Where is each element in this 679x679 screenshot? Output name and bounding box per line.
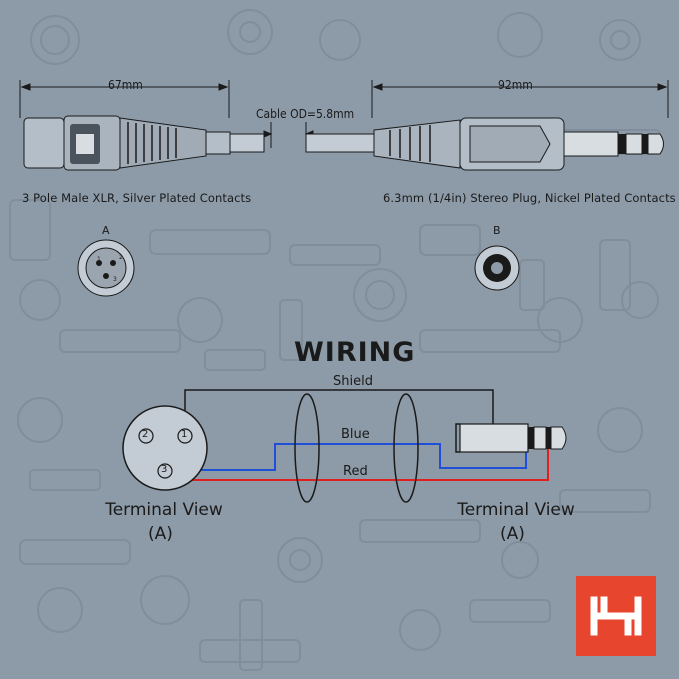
blue-label: Blue bbox=[341, 427, 370, 442]
shield-label: Shield bbox=[333, 374, 373, 389]
plug-connector-drawing bbox=[373, 117, 664, 171]
terminal-view-left-line-2: (A) bbox=[148, 524, 173, 544]
terminal-view-left: Terminal View (A) bbox=[92, 498, 236, 546]
pin-3-label: 3 bbox=[161, 464, 168, 475]
jack-terminal bbox=[455, 423, 567, 453]
view-a-label: A bbox=[102, 224, 110, 237]
xlr-terminal bbox=[122, 405, 208, 491]
view-a-pin-2: 2 bbox=[119, 254, 123, 261]
terminal-view-right-line-1: Terminal View bbox=[457, 500, 575, 520]
view-a-pin-1: 1 bbox=[97, 256, 101, 263]
view-b-drawing bbox=[474, 245, 520, 291]
shield-wire bbox=[184, 389, 494, 434]
cable-od-label: Cable OD=5.8mm bbox=[256, 107, 355, 121]
view-a-pin-3: 3 bbox=[113, 276, 117, 283]
xlr-connector-drawing bbox=[23, 115, 377, 171]
wiring-title: WIRING bbox=[294, 337, 416, 368]
plug-length-label: 92mm bbox=[498, 78, 533, 92]
terminal-view-right: Terminal View (A) bbox=[444, 498, 588, 546]
wiring-diagram bbox=[122, 389, 567, 503]
terminal-view-left-line-1: Terminal View bbox=[105, 500, 223, 520]
dimension-lines bbox=[19, 80, 669, 148]
blue-wire bbox=[171, 438, 527, 471]
view-a-drawing bbox=[77, 239, 135, 297]
xlr-length-label: 67mm bbox=[108, 78, 143, 92]
background-pattern bbox=[9, 9, 661, 671]
pin-2-label: 2 bbox=[142, 429, 149, 440]
terminal-view-right-line-2: (A) bbox=[500, 524, 525, 544]
plug-caption: 6.3mm (1/4in) Stereo Plug, Nickel Plated… bbox=[383, 191, 676, 205]
brand-logo-mark bbox=[576, 576, 656, 656]
cable-ferrites bbox=[294, 393, 419, 503]
xlr-caption: 3 Pole Male XLR, Silver Plated Contacts bbox=[22, 191, 252, 205]
pin-1-label: 1 bbox=[181, 429, 188, 440]
view-b-label: B bbox=[493, 224, 501, 237]
red-label: Red bbox=[343, 464, 368, 479]
